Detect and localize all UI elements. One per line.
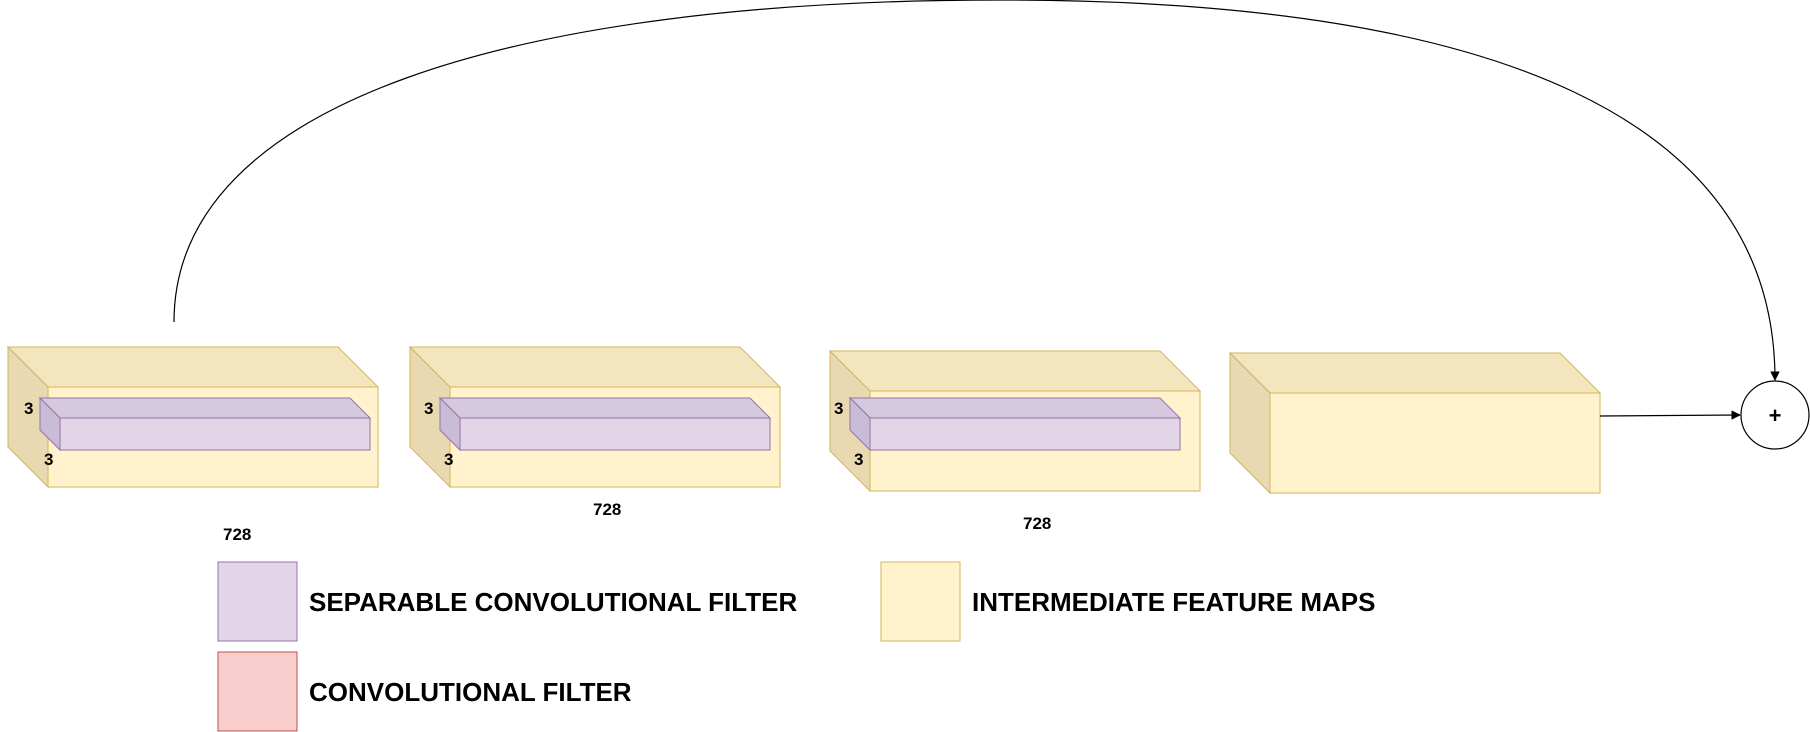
legend-swatch-conv-filter (217, 651, 298, 732)
feature-map-block-2: 3 3 728 (408, 345, 782, 519)
feature-map-top-face (1228, 352, 1602, 394)
filter-height-label: 3 (424, 399, 433, 418)
legend-item-feature-maps: INTERMEDIATE FEATURE MAPS (880, 561, 1375, 642)
filter-width-label: 3 (44, 450, 53, 469)
depth-label: 728 (593, 500, 621, 519)
filter-height-label: 3 (24, 399, 33, 418)
separable-filter-front-face (459, 417, 771, 451)
addition-node: + (1740, 380, 1810, 450)
separable-filter-top-face (438, 397, 772, 419)
legend-item-conv-filter: CONVOLUTIONAL FILTER (217, 651, 632, 732)
legend-label-conv-filter: CONVOLUTIONAL FILTER (309, 677, 632, 707)
feature-map-top-face (6, 346, 380, 388)
filter-width-label: 3 (854, 450, 863, 469)
legend-swatch-feature-maps (880, 561, 961, 642)
depth-label: 728 (223, 525, 251, 544)
legend-swatch-separable-filter (217, 561, 298, 642)
addition-circle (1740, 380, 1810, 450)
feature-map-front-face (1269, 392, 1601, 494)
separable-filter-block-2 (438, 396, 772, 452)
separable-filter-block-1 (38, 396, 372, 452)
separable-filter-front-face (869, 417, 1181, 451)
separable-filter-top-face (38, 397, 372, 419)
separable-filter-block-3 (848, 396, 1182, 452)
output-arrow (1599, 410, 1741, 420)
filter-width-label: 3 (444, 450, 453, 469)
legend: SEPARABLE CONVOLUTIONAL FILTER INTERMEDI… (217, 561, 1375, 732)
legend-item-separable-filter: SEPARABLE CONVOLUTIONAL FILTER (217, 561, 797, 642)
depth-label: 728 (1023, 514, 1051, 533)
feature-map-block-3: 3 3 728 (828, 349, 1202, 533)
filter-height-label: 3 (834, 399, 843, 418)
separable-filter-front-face (59, 417, 371, 451)
feature-map-block-4 (1228, 351, 1602, 495)
feature-map-top-face (828, 350, 1202, 392)
feature-map-block-1: 3 3 728 (6, 345, 380, 544)
feature-map-top-face (408, 346, 782, 388)
skip-connection-arrow (173, 0, 1780, 381)
legend-label-feature-maps: INTERMEDIATE FEATURE MAPS (972, 587, 1375, 617)
legend-label-separable-filter: SEPARABLE CONVOLUTIONAL FILTER (309, 587, 797, 617)
plus-symbol: + (1769, 403, 1782, 428)
separable-filter-top-face (848, 397, 1182, 419)
